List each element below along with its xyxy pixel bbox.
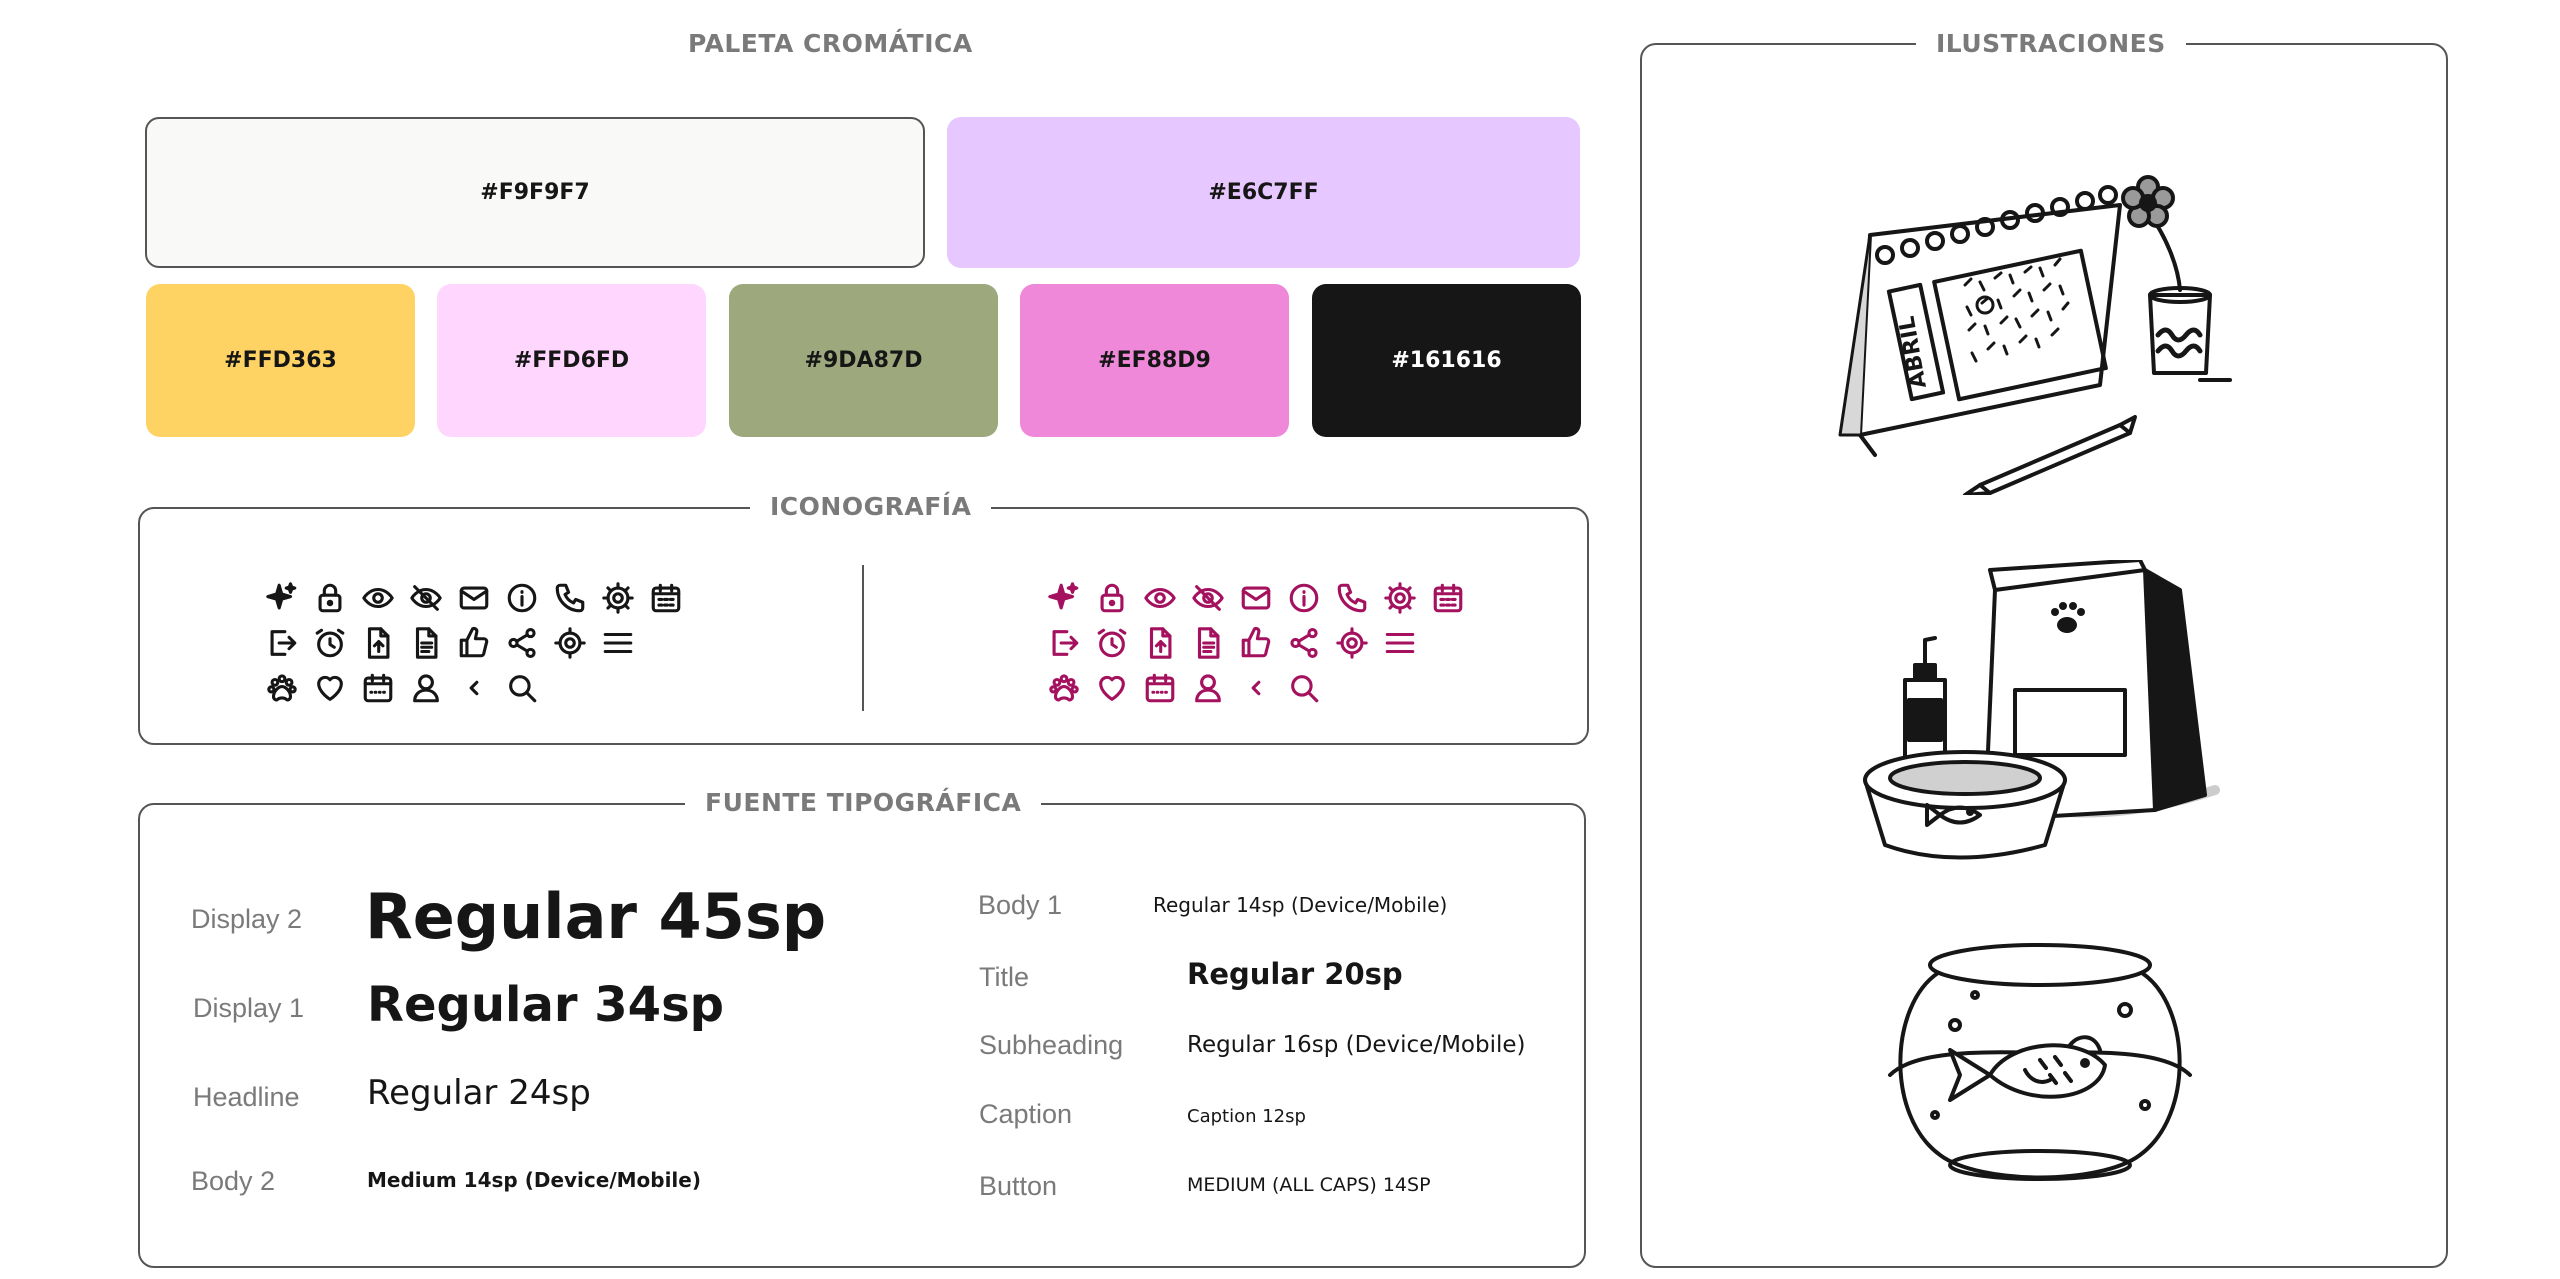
info-icon <box>1280 575 1328 620</box>
type-sample-body-2: Medium 14sp (Device/Mobile) <box>367 1168 701 1192</box>
info-icon <box>498 575 546 620</box>
swatch-label: #FFD6FD <box>513 348 630 373</box>
swatch-ffd363: #FFD363 <box>146 284 415 437</box>
paw-icon <box>258 665 306 710</box>
mail-icon <box>1232 575 1280 620</box>
chevron-left-icon <box>1232 665 1280 710</box>
search-icon <box>498 665 546 710</box>
iconography-title: ICONOGRAFÍA <box>750 492 992 521</box>
calendar-icon <box>642 575 690 620</box>
swatch-f9f9f7: #F9F9F7 <box>145 117 925 268</box>
type-label-title: Title <box>979 962 1030 992</box>
type-sample-headline: Regular 24sp <box>367 1073 591 1113</box>
menu-icon <box>594 620 642 665</box>
thumbs-up-icon <box>450 620 498 665</box>
swatch-9da87d: #9DA87D <box>729 284 998 437</box>
type-label-body-2: Body 2 <box>191 1166 276 1196</box>
swatch-ffd6fd: #FFD6FD <box>437 284 706 437</box>
phone-icon <box>1328 575 1376 620</box>
typography-title: FUENTE TIPOGRÁFICA <box>685 788 1042 817</box>
swatch-label: #E6C7FF <box>1208 180 1319 205</box>
palette-title: PALETA CROMÁTICA <box>668 29 993 58</box>
fishbowl-illustration <box>1880 935 2200 1195</box>
search-icon <box>1280 665 1328 710</box>
type-label-subheading: Subheading <box>979 1030 1124 1060</box>
logout-icon <box>258 620 306 665</box>
gear-icon <box>1376 575 1424 620</box>
calendar-dots-icon <box>1136 665 1184 710</box>
icon-set-dark <box>258 575 690 710</box>
share-icon <box>1280 620 1328 665</box>
swatch-label: #9DA87D <box>804 348 923 373</box>
iconography-divider <box>862 565 864 711</box>
pet-food-illustration <box>1845 558 2225 860</box>
type-label-headline: Headline <box>193 1082 300 1112</box>
swatch-label: #FFD363 <box>224 348 337 373</box>
alarm-icon <box>1088 620 1136 665</box>
eye-off-icon <box>402 575 450 620</box>
alarm-icon <box>306 620 354 665</box>
calendar-illustration: ABRIL <box>1830 155 2260 497</box>
sparkle-icon <box>258 575 306 620</box>
calendar-dots-icon <box>354 665 402 710</box>
type-sample-body-1: Regular 14sp (Device/Mobile) <box>1153 893 1448 917</box>
swatch-ef88d9: #EF88D9 <box>1020 284 1289 437</box>
sparkle-icon <box>1040 575 1088 620</box>
calendar-icon <box>1424 575 1472 620</box>
swatch-label: #F9F9F7 <box>480 180 590 205</box>
thumbs-up-icon <box>1232 620 1280 665</box>
location-target-icon <box>1328 620 1376 665</box>
type-sample-button: MEDIUM (ALL CAPS) 14SP <box>1187 1174 1431 1196</box>
document-icon <box>1184 620 1232 665</box>
eye-icon <box>354 575 402 620</box>
gear-icon <box>594 575 642 620</box>
type-label-display-2: Display 2 <box>191 904 303 934</box>
icon-set-accent <box>1040 575 1472 710</box>
user-icon <box>1184 665 1232 710</box>
swatch-e6c7ff: #E6C7FF <box>947 117 1580 268</box>
type-sample-caption: Caption 12sp <box>1187 1106 1306 1127</box>
type-sample-subheading: Regular 16sp (Device/Mobile) <box>1187 1032 1526 1058</box>
file-upload-icon <box>354 620 402 665</box>
chevron-left-icon <box>450 665 498 710</box>
lock-icon <box>1088 575 1136 620</box>
mail-icon <box>450 575 498 620</box>
paw-icon <box>1040 665 1088 710</box>
swatch-label: #161616 <box>1391 348 1502 373</box>
share-icon <box>498 620 546 665</box>
type-sample-title: Regular 20sp <box>1187 957 1403 991</box>
heart-icon <box>306 665 354 710</box>
logout-icon <box>1040 620 1088 665</box>
phone-icon <box>546 575 594 620</box>
type-label-button: Button <box>979 1171 1058 1201</box>
eye-off-icon <box>1184 575 1232 620</box>
swatch-label: #EF88D9 <box>1098 348 1211 373</box>
location-target-icon <box>546 620 594 665</box>
type-sample-display-1: Regular 34sp <box>367 977 724 1033</box>
swatch-161616: #161616 <box>1312 284 1581 437</box>
type-label-display-1: Display 1 <box>193 993 305 1023</box>
menu-icon <box>1376 620 1424 665</box>
type-sample-display-2: Regular 45sp <box>365 880 827 953</box>
type-label-caption: Caption <box>979 1099 1073 1129</box>
illustrations-title: ILUSTRACIONES <box>1916 29 2186 58</box>
heart-icon <box>1088 665 1136 710</box>
document-icon <box>402 620 450 665</box>
lock-icon <box>306 575 354 620</box>
user-icon <box>402 665 450 710</box>
file-upload-icon <box>1136 620 1184 665</box>
empty-slot <box>1424 620 1472 665</box>
type-label-body-1: Body 1 <box>978 890 1063 920</box>
eye-icon <box>1136 575 1184 620</box>
empty-slot <box>642 620 690 665</box>
